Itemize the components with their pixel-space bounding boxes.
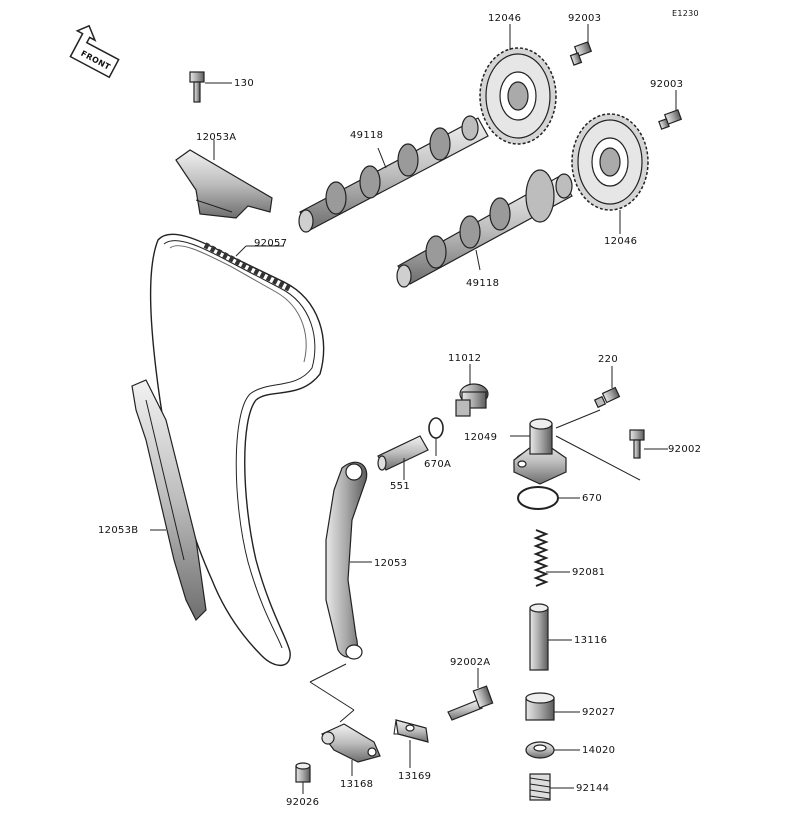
nut-14020 <box>525 741 580 759</box>
camshaft-upper <box>298 115 489 233</box>
collar-92026 <box>295 762 311 794</box>
chain-guide-12053b <box>131 379 207 622</box>
cam-sprocket-lower <box>571 113 649 234</box>
bracket-13169 <box>393 719 429 768</box>
camshaft-lower <box>396 169 573 288</box>
screw-220 <box>593 366 621 409</box>
tensioner-body-12049 <box>510 409 641 485</box>
label-92027: 92027 <box>582 707 615 718</box>
pin-551 <box>377 435 429 480</box>
label-12049: 12049 <box>464 432 497 443</box>
label-92057: 92057 <box>254 238 287 249</box>
label-92144: 92144 <box>576 783 609 794</box>
bolt-92003-top <box>569 24 593 66</box>
label-12046-top: 12046 <box>488 13 521 24</box>
label-13116: 13116 <box>574 635 607 646</box>
label-130: 130 <box>234 78 254 89</box>
label-92003-top: 92003 <box>568 13 601 24</box>
label-92081: 92081 <box>572 567 605 578</box>
o-ring-670a <box>428 417 444 456</box>
label-92003-mid: 92003 <box>650 79 683 90</box>
label-13169: 13169 <box>398 771 431 782</box>
label-12053: 12053 <box>374 558 407 569</box>
bolt-92003-mid <box>658 90 683 130</box>
push-rod-13116 <box>529 603 572 671</box>
label-14020: 14020 <box>582 745 615 756</box>
spring-92081 <box>533 529 570 587</box>
front-arrow-icon: FRONT <box>69 24 120 79</box>
collar-92027 <box>525 692 580 721</box>
label-12053b: 12053B <box>98 525 138 536</box>
label-12053a: 12053A <box>196 132 236 143</box>
label-49118-bottom: 49118 <box>466 278 499 289</box>
bolt-92002 <box>629 429 668 459</box>
lever-13168 <box>321 723 381 776</box>
label-49118-top: 49118 <box>350 130 383 141</box>
cam-sprocket-upper <box>479 24 557 145</box>
label-11012: 11012 <box>448 353 481 364</box>
label-92002a: 92002A <box>450 657 490 668</box>
label-92026: 92026 <box>286 797 319 808</box>
label-92002: 92002 <box>668 444 701 455</box>
label-13168: 13168 <box>340 779 373 790</box>
bolt-92002a <box>447 668 494 721</box>
bolt-130 <box>189 71 232 103</box>
spring-92144 <box>529 773 574 801</box>
cam-chain-92057 <box>149 233 325 666</box>
label-670a: 670A <box>424 459 451 470</box>
diagram-code: E1230 <box>672 9 699 18</box>
label-12046-bottom: 12046 <box>604 236 637 247</box>
o-ring-670 <box>517 486 580 510</box>
label-220: 220 <box>598 354 618 365</box>
chain-guide-12053a <box>175 140 273 219</box>
label-551: 551 <box>390 481 410 492</box>
label-670: 670 <box>582 493 602 504</box>
plug-11012 <box>455 364 489 417</box>
tensioner-guide-12053 <box>309 461 372 723</box>
